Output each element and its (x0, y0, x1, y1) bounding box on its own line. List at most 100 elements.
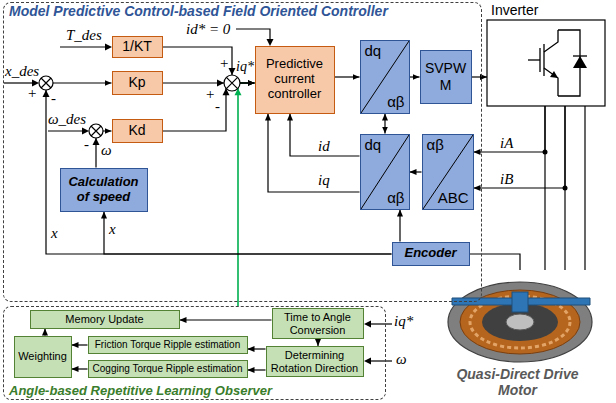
sensor-box: Encoder (392, 242, 470, 266)
sum-junction (89, 124, 103, 138)
label-anchor: id* = 0 (186, 22, 230, 37)
text-block: Predictive current controller (258, 57, 332, 102)
motor-housing (448, 282, 592, 362)
motor-hub (506, 314, 534, 330)
encoder-mount (512, 292, 528, 312)
box-label: Encoder (395, 246, 467, 261)
transform-box: dqαβ (360, 134, 410, 210)
box-label: Kp (115, 74, 160, 90)
frame-label: dq (365, 43, 382, 60)
text-block: Friction Torque Ripple estimation (91, 339, 245, 351)
box-label: Time to Angle Conversion (275, 311, 361, 336)
text-block: Memory Update (33, 313, 177, 326)
gain-box: Kd (112, 119, 163, 143)
block-heading: Inverter (491, 2, 538, 18)
connector (290, 114, 360, 157)
connector (584, 106, 585, 270)
signal-label: id (318, 139, 330, 154)
transistor-symbol (528, 30, 587, 96)
modulator-box: SVPW M (420, 50, 472, 104)
connector (410, 76, 420, 77)
label-anchor: + (206, 87, 214, 102)
divider-line (361, 41, 409, 113)
controller-box: Predictive current controller (255, 46, 335, 114)
connector (474, 106, 546, 152)
arrow-heads (32, 39, 371, 365)
signal-line (4, 82, 33, 83)
signal-label: x (109, 222, 116, 237)
box-label: Calculation of speed (63, 175, 145, 205)
process-box: Calculation of speed (60, 168, 148, 212)
sign-label: - (215, 99, 220, 114)
box-label: 1/KT (115, 38, 160, 54)
emitter-lead (544, 68, 558, 96)
arrow-head (217, 80, 224, 87)
tap-dot (563, 186, 568, 191)
connector (472, 76, 488, 77)
box-label: SVPW M (423, 60, 469, 92)
text-block: Cogging Torque Ripple estimation (91, 363, 245, 375)
signal-line (370, 323, 392, 324)
signal-line (60, 46, 106, 47)
connector (248, 369, 266, 370)
text-block: Weighting (17, 350, 69, 363)
signal-line (370, 360, 392, 361)
emitter-arrow (550, 71, 558, 78)
text-block: Encoder (395, 246, 467, 261)
signal-label: iq (318, 173, 330, 188)
box-label: Memory Update (33, 313, 177, 326)
arrow-head (364, 358, 371, 365)
label-anchor: iB (500, 172, 513, 187)
channel-bar (543, 44, 544, 76)
collector-lead (544, 30, 558, 52)
tap-dot (543, 150, 548, 155)
arrow-head (364, 321, 371, 328)
sign-label: + (220, 56, 228, 71)
signal-label: ω_des (48, 112, 86, 127)
process-box: Cogging Torque Ripple estimation (88, 360, 248, 378)
signal-label: iA (500, 136, 513, 151)
signal-label: ω (396, 352, 407, 367)
sign-label: + (206, 87, 214, 102)
connector (399, 210, 400, 242)
connector (104, 212, 392, 255)
text-block: Time to Angle Conversion (275, 311, 361, 336)
arrow-head (229, 68, 236, 75)
sign-label: + (28, 86, 36, 101)
region-title: Model Predictive Control-based Field Ori… (9, 4, 388, 19)
sum-junction (39, 76, 53, 90)
observer-region: Angle-based Repetitive Learning Observer… (3, 306, 386, 400)
text-block: Determining Rotation Direction (269, 349, 361, 374)
signal-line (48, 130, 83, 131)
frame-label: ABC (438, 190, 469, 207)
box-label: Cogging Torque Ripple estimation (91, 363, 245, 375)
label-anchor: iq* (236, 60, 254, 74)
connector (163, 47, 255, 83)
divider-line (361, 135, 409, 209)
transform-box: dqαβ (360, 40, 410, 114)
motor-illustration (448, 282, 592, 362)
label-anchor: id (318, 139, 330, 154)
gain-box: 1/KT (112, 36, 163, 58)
connector (317, 339, 318, 346)
process-box: Memory Update (30, 310, 180, 329)
signal-label: ω (101, 143, 112, 158)
connector (72, 344, 88, 345)
process-box: Friction Torque Ripple estimation (88, 336, 248, 354)
signal-label: iq* (236, 60, 254, 74)
signal-lines (4, 29, 392, 361)
text-block: 1/KT (115, 38, 160, 54)
box-label: Predictive current controller (258, 57, 332, 102)
label-anchor: x_des (5, 64, 39, 79)
junction-cross (41, 78, 51, 88)
label-anchor: - (84, 137, 89, 152)
signal-label: x_des (5, 64, 39, 79)
connector (238, 83, 255, 306)
arrow-head (93, 138, 100, 145)
box-label: Friction Torque Ripple estimation (91, 339, 245, 351)
signal-label: x (51, 226, 58, 241)
frame-label: dq (365, 137, 382, 154)
junction-cross (226, 77, 237, 88)
inverter-housing (487, 20, 605, 106)
text-block: Kp (115, 74, 160, 90)
